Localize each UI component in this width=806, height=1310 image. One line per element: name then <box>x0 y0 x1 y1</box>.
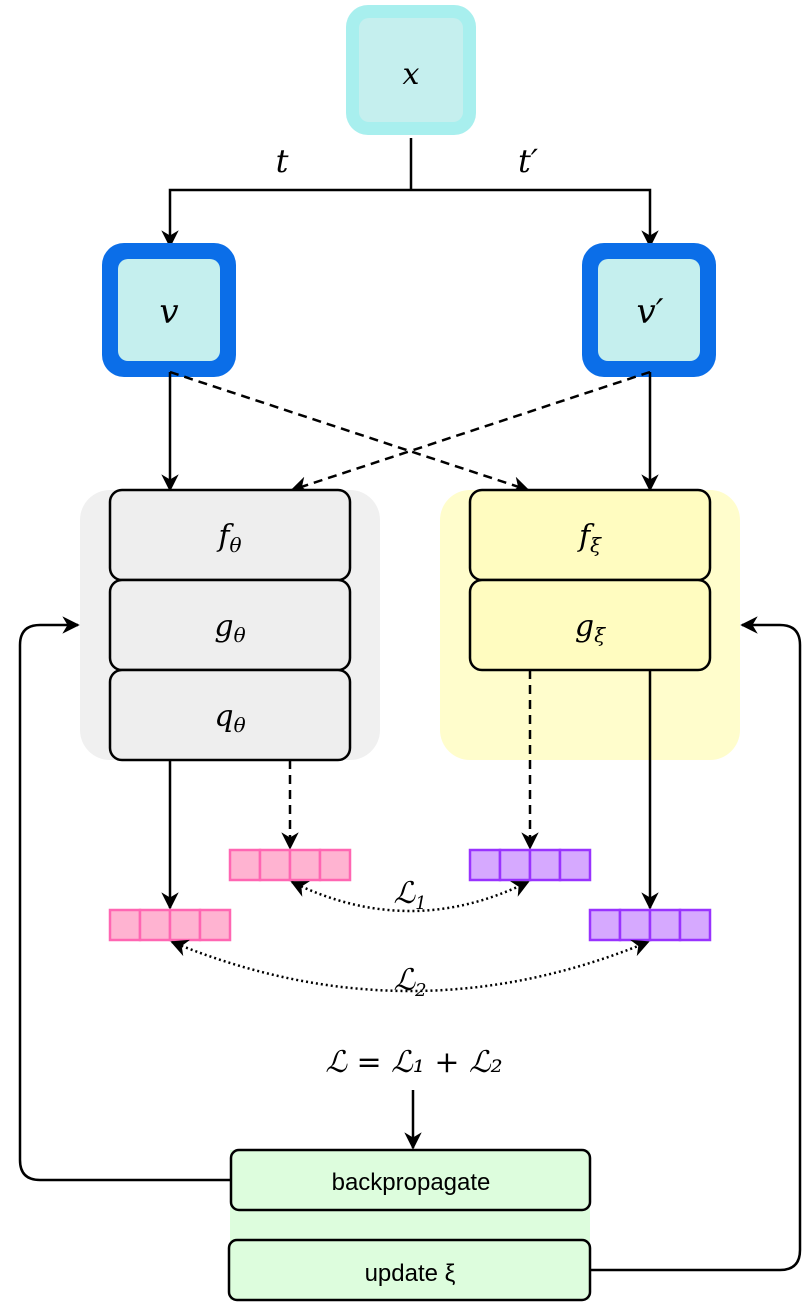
edges-x-to-views <box>161 138 659 248</box>
loss-l1-label: ℒ1 <box>393 876 426 914</box>
edges-to-embeddings <box>161 670 659 910</box>
svg-text:backpropagate: backpropagate <box>332 1169 491 1196</box>
feedback-edges <box>18 616 802 1272</box>
input-node-x: x <box>346 5 476 135</box>
loss-l2-label: ℒ2 <box>393 963 426 1001</box>
online-predictor-label: qθ <box>214 699 245 737</box>
online-projector-label: gθ <box>214 609 245 647</box>
svg-text:update ξ: update ξ <box>365 1260 456 1287</box>
target-projector-label: gξ <box>575 609 606 647</box>
embedding-online-1 <box>228 848 352 882</box>
update-xi-block: update ξ <box>227 1238 592 1302</box>
embedding-target-1 <box>468 848 592 882</box>
label-v: v <box>159 292 178 332</box>
view-node-v: v <box>102 243 236 377</box>
total-loss-label: ℒ = ℒ₁ + ℒ₂ <box>325 1045 502 1080</box>
view-node-v-prime: v′ <box>582 243 716 377</box>
edge-label-t: t <box>276 142 289 180</box>
label-v-prime: v′ <box>637 292 664 332</box>
embedding-target-2 <box>588 908 712 942</box>
target-network: fξ gξ <box>440 488 740 760</box>
label-x: x <box>403 57 420 92</box>
edge-label-t-prime: t′ <box>518 142 539 180</box>
online-network: fθ gθ qθ <box>80 488 380 762</box>
backpropagate-block: backpropagate <box>229 1148 592 1212</box>
edges-views-to-networks <box>161 370 659 494</box>
embedding-online-2 <box>108 908 232 942</box>
